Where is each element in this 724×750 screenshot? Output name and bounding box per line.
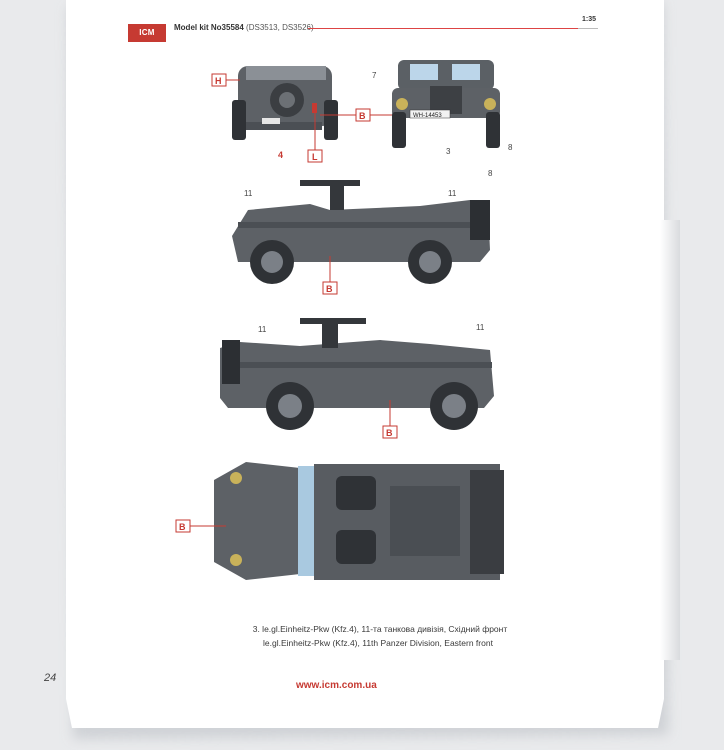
- header-rule: [308, 28, 578, 29]
- num-7-front: 7: [372, 71, 377, 80]
- callout-l: L: [307, 110, 323, 163]
- num-4-rear: 4: [278, 150, 283, 160]
- rear-view: 4: [232, 66, 338, 160]
- top-view: [214, 462, 504, 580]
- website-url: www.icm.com.ua: [296, 680, 377, 691]
- callout-b-top-label: B: [359, 111, 366, 121]
- callout-b-top-view-label: B: [179, 522, 186, 532]
- scale-label: 1:35: [582, 16, 597, 23]
- license-plate: WH-14453: [413, 113, 442, 119]
- callout-h: H: [211, 73, 240, 87]
- model-kit-sub: (DS3513, DS3526): [246, 23, 314, 32]
- page-edge: [660, 220, 680, 660]
- callout-b-top-view: B: [175, 519, 226, 533]
- num-8-front: 8: [508, 143, 513, 152]
- callout-b-side1-label: B: [326, 284, 333, 294]
- callout-b-side2: B: [382, 400, 398, 439]
- side-view-right: 11 11: [220, 318, 494, 430]
- num-11-side1-b: 11: [448, 189, 457, 198]
- callout-l-label: L: [312, 152, 318, 162]
- callout-b-side1: B: [322, 256, 338, 295]
- icm-logo: ICM: [128, 24, 166, 42]
- callout-h-label: H: [215, 76, 222, 86]
- page-header: ICM Model kit No35584 (DS3513, DS3526) 1…: [128, 14, 598, 44]
- caption-en: le.gl.Einheitz-Pkw (Kfz.4), 11th Panzer …: [263, 638, 493, 648]
- front-view: WH-14453 7 3 8: [372, 60, 513, 156]
- page-number: 24: [44, 672, 57, 684]
- model-kit-number: Model kit No35584 (DS3513, DS3526): [174, 23, 314, 32]
- num-11-side2-a: 11: [258, 325, 267, 334]
- num-11-side2-b: 11: [476, 323, 485, 332]
- num-8-side1: 8: [488, 169, 493, 178]
- header-rule-grey: [578, 28, 598, 29]
- callout-b-side2-label: B: [386, 428, 393, 438]
- num-3-front: 3: [446, 147, 451, 156]
- model-kit-label: Model kit No35584: [174, 23, 244, 32]
- side-view-left: 11 11 8: [232, 169, 493, 284]
- caption-ua: 3. le.gl.Einheitz-Pkw (Kfz.4), 11-та тан…: [252, 624, 508, 634]
- num-11-side1-a: 11: [244, 189, 253, 198]
